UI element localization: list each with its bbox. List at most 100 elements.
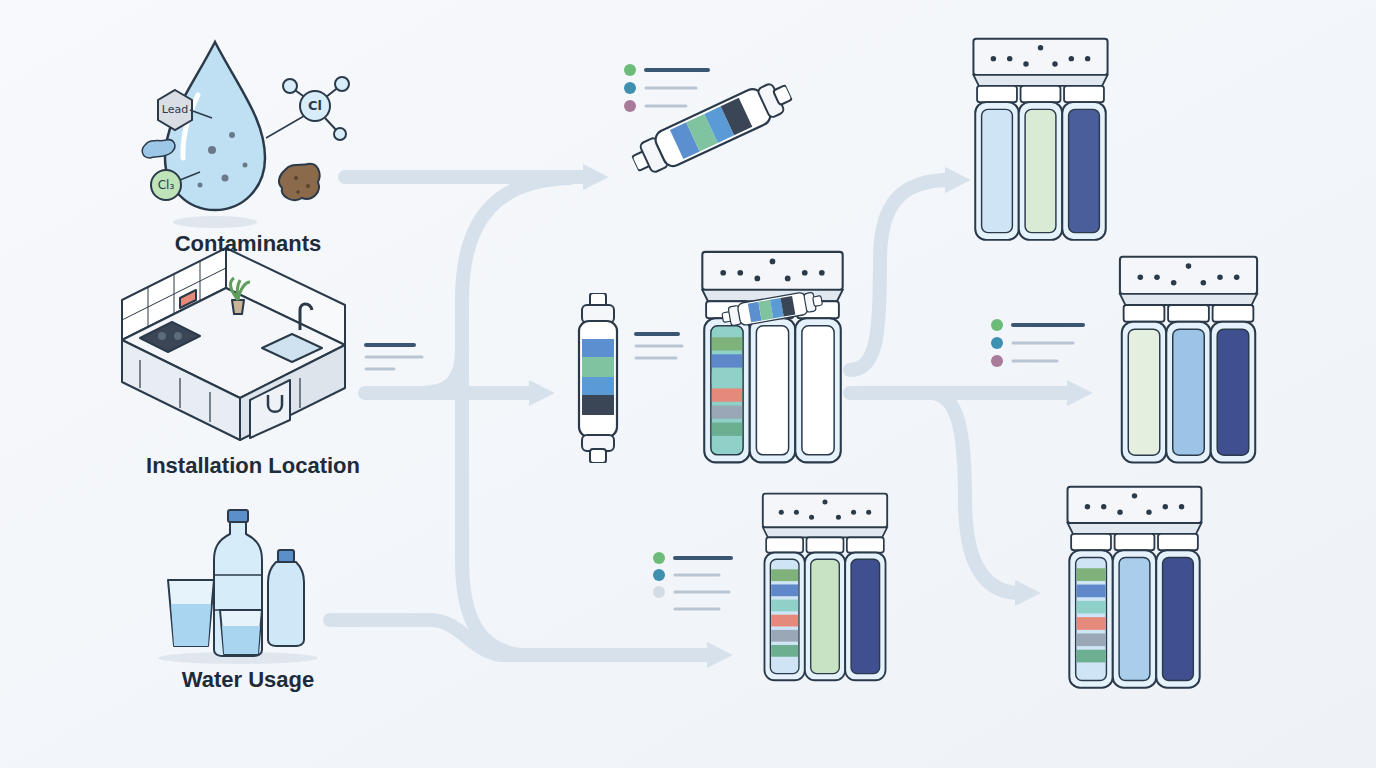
contaminants-illustration (279, 164, 320, 200)
placeholder-lines (1013, 323, 1083, 327)
placeholder-lines (1013, 360, 1057, 363)
placeholder-lines (653, 552, 665, 564)
placeholder-lines (675, 591, 729, 594)
category-node: Contaminants (88, 230, 408, 258)
three-stage-system (1120, 257, 1257, 463)
kitchen-illustration (174, 332, 182, 340)
inline-filter-top (627, 75, 797, 181)
kitchen-illustration (122, 248, 345, 440)
placeholder-lines (636, 345, 682, 348)
water-usage-illustration (222, 626, 260, 654)
category-node: Installation Location (83, 452, 423, 480)
ro-top-filter (721, 289, 824, 329)
three-stage-system (973, 39, 1107, 240)
flow-arrows (930, 393, 1020, 593)
placeholder-lines (991, 319, 1003, 331)
water-usage-illustration (268, 562, 304, 646)
contaminants-illustration (198, 183, 203, 188)
placeholder-lines (675, 608, 719, 611)
contaminants-illustration (180, 172, 200, 180)
kitchen-illustration (122, 340, 240, 440)
placeholder-lines (653, 586, 665, 598)
ro-system (702, 252, 842, 463)
chemical-label: Cl₃ (136, 178, 196, 192)
placeholder-lines (653, 552, 731, 609)
kitchen-illustration (209, 392, 210, 422)
flow-arrows (850, 386, 1072, 400)
placeholder-lines (991, 319, 1083, 367)
placeholder-lines (646, 87, 696, 90)
kitchen-illustration (140, 322, 200, 352)
placeholder-lines (646, 68, 708, 72)
placeholder-lines (366, 64, 1083, 609)
contaminants-illustration (266, 116, 304, 138)
contaminants-illustration (283, 79, 297, 93)
kitchen-illustration (262, 334, 322, 362)
placeholder-lines (366, 343, 414, 347)
kitchen-illustration (139, 360, 140, 388)
ro-top-filter (721, 289, 824, 329)
node-label: Contaminants (88, 230, 408, 258)
contaminants-illustration (190, 110, 212, 118)
inline-filter-top (627, 75, 797, 181)
category-node: Water Usage (88, 666, 408, 694)
water-usage-illustration (168, 580, 214, 646)
water-usage-illustration (214, 522, 262, 656)
placeholder-lines (636, 357, 676, 360)
contaminants-illustration (142, 42, 349, 228)
kitchen-illustration (300, 304, 312, 330)
kitchen-illustration (231, 278, 250, 300)
placeholder-lines (675, 556, 731, 560)
placeholder-lines (366, 356, 422, 359)
contaminants-illustration (335, 77, 349, 91)
three-stage-system (1068, 487, 1202, 688)
contaminants-illustration (243, 163, 248, 168)
contaminants-illustration (306, 184, 310, 188)
kitchen-illustration (232, 300, 244, 314)
chemical-label: Lead (145, 103, 205, 116)
kitchen-illustration (250, 380, 290, 438)
flow-arrows (330, 177, 1072, 655)
placeholder-lines (624, 100, 636, 112)
water-usage-illustration (278, 550, 294, 562)
contaminants-illustration (296, 190, 300, 194)
kitchen-illustration (180, 290, 196, 308)
water-usage-illustration (171, 604, 211, 646)
kitchen-illustration (268, 395, 282, 412)
flow-arrows (462, 178, 570, 655)
node-label: Installation Location (83, 452, 423, 480)
node-label: Water Usage (88, 666, 408, 694)
contaminants-illustration (208, 146, 216, 154)
kitchen-illustration (158, 332, 166, 340)
kitchen-illustration (299, 378, 300, 408)
water-usage-illustration (158, 510, 318, 664)
contaminants-illustration (229, 132, 235, 138)
contaminants-illustration (142, 140, 175, 158)
placeholder-lines (366, 345, 422, 369)
contaminants-illustration (334, 128, 346, 140)
placeholder-lines (1013, 342, 1073, 345)
water-usage-illustration (214, 574, 262, 576)
inline-filter-middle (579, 293, 617, 463)
placeholder-lines (646, 105, 686, 108)
placeholder-lines (991, 355, 1003, 367)
contaminants-illustration (222, 175, 229, 182)
placeholder-lines (653, 569, 665, 581)
three-stage-system (763, 494, 887, 681)
placeholder-lines (624, 82, 636, 94)
placeholder-lines (624, 64, 636, 76)
placeholder-lines (624, 64, 708, 112)
water-usage-illustration (228, 510, 248, 522)
contaminants-illustration (173, 216, 257, 228)
contaminants-illustration (294, 176, 298, 180)
water-usage-illustration (220, 610, 262, 654)
placeholder-lines (991, 337, 1003, 349)
chemical-label: Cl (285, 98, 345, 113)
flow-arrows (850, 180, 950, 370)
kitchen-illustration (179, 378, 180, 408)
placeholder-lines (636, 334, 682, 358)
flow-arrows (420, 350, 462, 393)
